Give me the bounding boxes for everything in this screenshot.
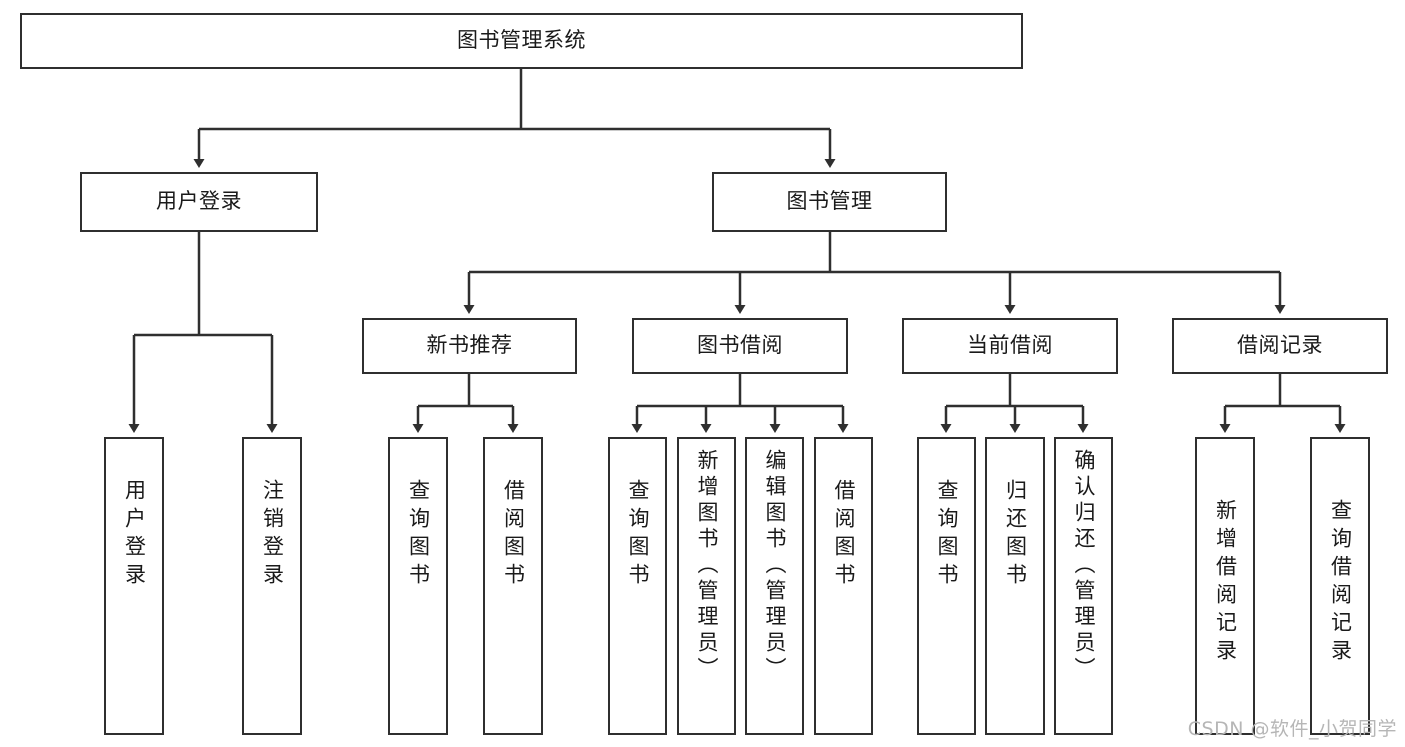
node-new-book-recommend[interactable]: 新书推荐 bbox=[362, 318, 577, 374]
node-leaf-edit-book-admin[interactable]: 编辑图书（管理员） bbox=[745, 437, 804, 735]
node-label: 编辑图书（管理员） bbox=[763, 449, 787, 683]
node-label: 查询图书 bbox=[626, 479, 650, 591]
node-label: 借阅记录 bbox=[1237, 333, 1323, 358]
node-leaf-return-book[interactable]: 归还图书 bbox=[985, 437, 1045, 735]
node-leaf-query-book-current[interactable]: 查询图书 bbox=[917, 437, 976, 735]
node-leaf-borrow-book-recommend[interactable]: 借阅图书 bbox=[483, 437, 543, 735]
node-label: 查询图书 bbox=[935, 479, 959, 591]
edges-group bbox=[128, 69, 1346, 433]
node-book-management-system[interactable]: 图书管理系统 bbox=[20, 13, 1023, 69]
node-label: 借阅图书 bbox=[501, 479, 526, 591]
node-label: 借阅图书 bbox=[832, 479, 856, 591]
node-label: 图书管理 bbox=[786, 189, 873, 214]
node-label: 用户登录 bbox=[156, 189, 242, 214]
node-current-borrow[interactable]: 当前借阅 bbox=[902, 318, 1118, 374]
node-label: 归还图书 bbox=[1003, 479, 1028, 591]
node-label: 确认归还（管理员） bbox=[1072, 449, 1096, 683]
node-label: 新书推荐 bbox=[426, 333, 513, 358]
node-label: 图书借阅 bbox=[697, 333, 783, 358]
node-borrow-record[interactable]: 借阅记录 bbox=[1172, 318, 1388, 374]
node-leaf-user-login[interactable]: 用户登录 bbox=[104, 437, 164, 735]
node-label: 注销登录 bbox=[260, 479, 285, 591]
node-book-management[interactable]: 图书管理 bbox=[712, 172, 947, 232]
node-leaf-add-book-admin[interactable]: 新增图书（管理员） bbox=[677, 437, 736, 735]
node-book-borrow[interactable]: 图书借阅 bbox=[632, 318, 848, 374]
node-label: 图书管理系统 bbox=[457, 28, 586, 53]
node-label: 查询图书 bbox=[406, 479, 431, 591]
node-leaf-query-book-borrow[interactable]: 查询图书 bbox=[608, 437, 667, 735]
node-leaf-add-borrow-record[interactable]: 新增借阅记录 bbox=[1195, 437, 1255, 735]
node-label: 当前借阅 bbox=[967, 333, 1053, 358]
node-label: 查询借阅记录 bbox=[1328, 499, 1353, 667]
node-label: 新增图书（管理员） bbox=[695, 449, 719, 683]
node-label: 新增借阅记录 bbox=[1213, 499, 1238, 667]
node-label: 用户登录 bbox=[122, 479, 147, 591]
node-leaf-query-book-recommend[interactable]: 查询图书 bbox=[388, 437, 448, 735]
node-user-login[interactable]: 用户登录 bbox=[80, 172, 318, 232]
node-leaf-confirm-return-admin[interactable]: 确认归还（管理员） bbox=[1054, 437, 1113, 735]
node-leaf-query-borrow-record[interactable]: 查询借阅记录 bbox=[1310, 437, 1370, 735]
node-leaf-logout-login[interactable]: 注销登录 bbox=[242, 437, 302, 735]
node-leaf-borrow-book-borrow[interactable]: 借阅图书 bbox=[814, 437, 873, 735]
